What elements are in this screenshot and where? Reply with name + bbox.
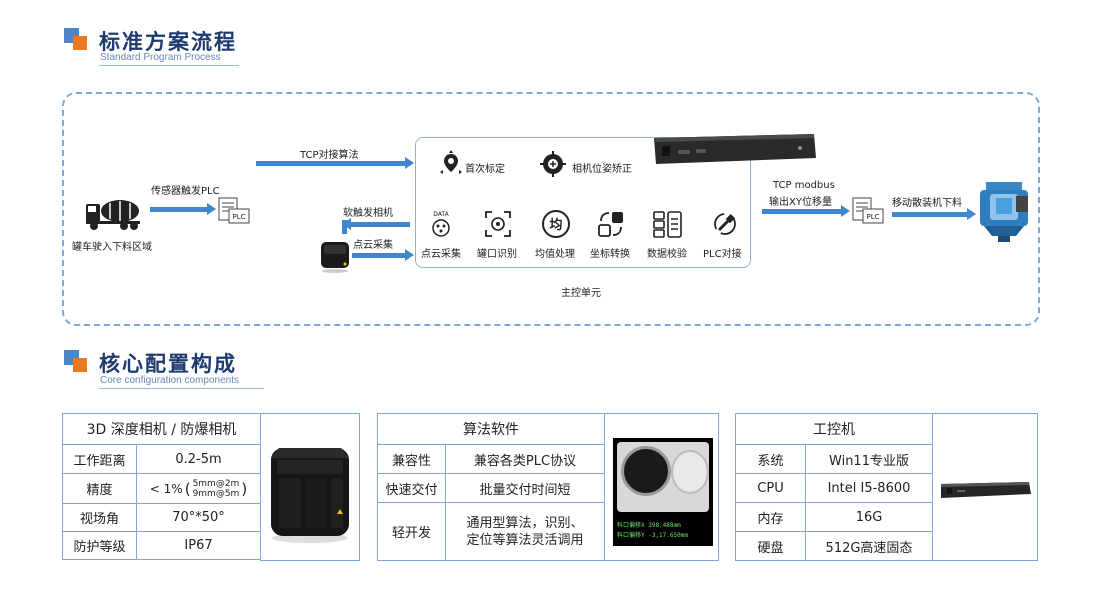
spec-value: 兼容各类PLC协议 — [445, 444, 605, 474]
spec-key: CPU — [735, 473, 806, 503]
spec-key: 工作距离 — [62, 444, 137, 474]
spec-value: 70°*50° — [136, 503, 261, 532]
spec-value: 0.2-5m — [136, 444, 261, 474]
spec-value: 通用型算法，识别、 定位等算法灵活调用 — [445, 502, 605, 561]
spec-value: 512G高速固态 — [805, 531, 933, 561]
average-process-icon: 均 — [541, 209, 571, 239]
camera-image-cell — [260, 413, 360, 561]
3d-camera-icon — [318, 238, 352, 274]
spec-key: 防护等级 — [62, 531, 137, 560]
offset-y-readout: 料口偏移Y -3,17.650mm — [617, 532, 688, 539]
spec-key: 轻开发 — [377, 502, 446, 561]
spec-value: Win11专业版 — [805, 444, 933, 474]
section-title-process: 标准方案流程 — [99, 30, 237, 54]
spec-key: 快速交付 — [377, 473, 446, 503]
detection-screenshot: 料口偏移X 398.488mm 料口偏移Y -3,17.650mm — [613, 438, 713, 546]
industrial-pc-image — [650, 132, 818, 168]
modbus-label: TCP modbus — [773, 180, 835, 191]
svg-text:DATA: DATA — [433, 211, 449, 218]
spec-value: 批量交付时间短 — [445, 473, 605, 503]
industrial-pc-product-image — [941, 482, 1031, 498]
spec-key: 系统 — [735, 444, 806, 474]
step-label: 坐标转换 — [590, 249, 630, 260]
process-flow-container — [62, 92, 1040, 326]
bulk-loader-machine-image — [976, 180, 1032, 244]
spec-key: 硬盘 — [735, 531, 806, 561]
ipc-table-header: 工控机 — [735, 413, 933, 445]
spec-key: 兼容性 — [377, 444, 446, 474]
ipc-image-cell — [932, 413, 1038, 561]
arrow-sensor — [150, 203, 216, 215]
arrow-tcp — [256, 157, 414, 169]
algorithm-spec-table: 算法软件 兼容性兼容各类PLC协议 快速交付批量交付时间短 轻开发 通用型算法，… — [377, 413, 605, 561]
svg-text:PLC: PLC — [866, 213, 879, 221]
step-label: 均值处理 — [535, 249, 575, 260]
svg-text:PLC: PLC — [232, 213, 245, 221]
target-recognize-icon — [484, 210, 512, 238]
offset-x-readout: 料口偏移X 398.488mm — [617, 522, 681, 529]
spec-key: 视场角 — [62, 503, 137, 532]
plc-document-icon: PLC — [852, 196, 884, 226]
spec-value: 16G — [805, 502, 933, 532]
section-title-config: 核心配置构成 — [99, 352, 237, 376]
step-label: 数据校验 — [647, 249, 687, 260]
svg-text:均: 均 — [549, 217, 562, 233]
spec-value: Intel I5-8600 — [805, 473, 933, 503]
tcp-algo-label: TCP对接算法 — [300, 150, 359, 161]
arrow-move-loader — [892, 208, 976, 220]
xy-output-label: 输出XY位移量 — [769, 197, 832, 208]
truck-label: 罐车驶入下料区域 — [72, 242, 152, 253]
spec-value: IP67 — [136, 531, 261, 560]
first-calibration-label: 首次标定 — [465, 164, 505, 175]
main-unit-label: 主控单元 — [561, 288, 601, 299]
tanker-truck-icon — [84, 196, 142, 230]
3d-camera-product-image — [271, 448, 349, 543]
crosshair-icon — [540, 151, 566, 177]
spec-key: 精度 — [62, 473, 137, 504]
algo-table-header: 算法软件 — [377, 413, 605, 445]
spec-value: < 1% ( 5mm@2m 9mm@5m ) — [136, 473, 261, 504]
plc-document-icon: PLC — [218, 196, 250, 226]
data-verify-icon — [653, 210, 683, 238]
data-pointcloud-icon: DATA — [428, 209, 454, 239]
arrow-soft-trigger — [342, 218, 410, 230]
spec-key: 内存 — [735, 502, 806, 532]
pointcloud-capture-label: 点云采集 — [353, 240, 393, 251]
arrow-soft-trigger-down — [342, 220, 347, 234]
section-subtitle-process: Standard Program Process — [100, 52, 221, 63]
section-icon — [64, 350, 88, 372]
camera-table-header: 3D 深度相机 / 防爆相机 — [62, 413, 261, 445]
divider — [99, 388, 264, 389]
sensor-trigger-label: 传感器触发PLC — [151, 186, 220, 197]
plc-connect-icon — [710, 209, 740, 239]
arrow-modbus — [762, 205, 850, 217]
step-label: PLC对接 — [703, 249, 742, 260]
step-label: 点云采集 — [421, 249, 461, 260]
section-icon — [64, 28, 88, 50]
step-label: 罐口识别 — [477, 249, 517, 260]
algorithm-image-cell: 料口偏移X 398.488mm 料口偏移Y -3,17.650mm — [604, 413, 719, 561]
arrow-pointcloud — [352, 249, 414, 261]
coordinate-transform-icon — [597, 210, 625, 238]
location-calibrate-icon — [440, 150, 462, 176]
divider — [99, 65, 239, 66]
section-subtitle-config: Core configuration components — [100, 375, 239, 386]
soft-trigger-label: 软触发相机 — [343, 208, 393, 219]
move-loader-label: 移动散装机下料 — [892, 198, 962, 209]
camera-pose-label: 相机位姿矫正 — [572, 164, 632, 175]
